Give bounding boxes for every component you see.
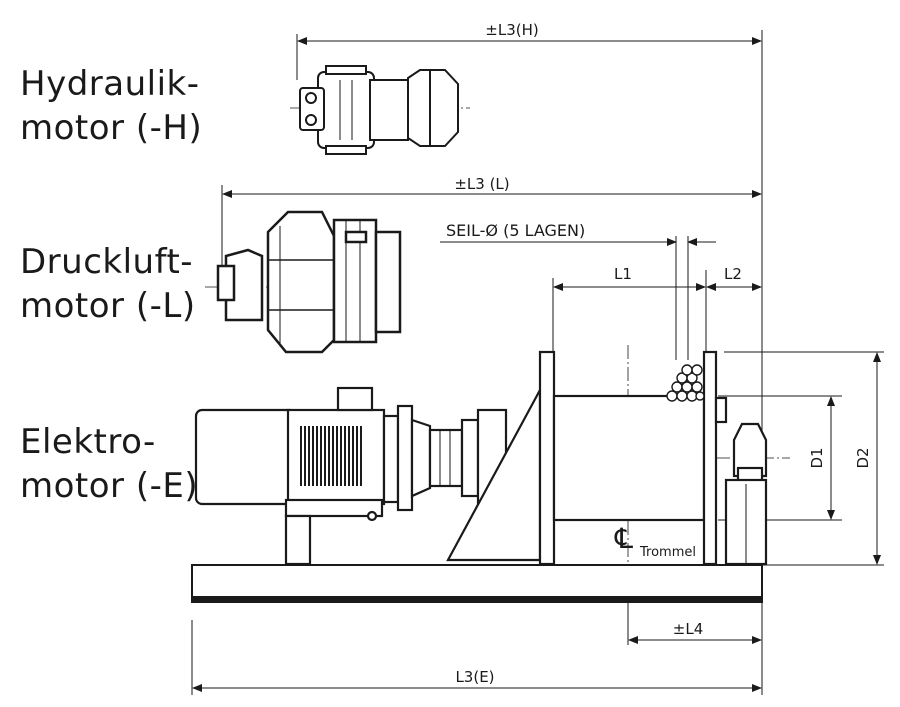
dim-seil-text: SEIL-Ø (5 LAGEN) <box>446 221 585 240</box>
electric-motor-label: Elektro- motor (-E) <box>20 420 198 508</box>
hydraulic-label-line2: motor (-H) <box>20 108 203 148</box>
base-frame <box>191 564 763 603</box>
dim-d2-text: D2 <box>854 447 872 468</box>
electric-label-line1: Elektro- <box>20 422 156 462</box>
right-bearing <box>724 422 768 566</box>
pneumatic-motor <box>216 210 402 354</box>
dim-l2-text: L2 <box>724 265 742 283</box>
hydraulic-label-line1: Hydraulik- <box>20 64 200 104</box>
dim-d1-text: D1 <box>808 447 826 468</box>
dim-l3e-text: L3(E) <box>455 668 494 686</box>
hydraulic-motor <box>299 65 459 155</box>
hydraulic-motor-label: Hydraulik- motor (-H) <box>20 62 202 150</box>
dimension-lines <box>192 37 881 692</box>
electric-label-line2: motor (-E) <box>20 466 199 506</box>
extension-lines <box>191 30 884 695</box>
dim-l1-text: L1 <box>614 265 632 283</box>
dim-l3h-text: ±L3(H) <box>485 21 538 39</box>
dimension-labels: ±L3(H) ±L3 (L) SEIL-Ø (5 LAGEN) L1 L2 D1… <box>446 21 872 686</box>
dim-l3l-text: ±L3 (L) <box>454 175 509 193</box>
winch-drum <box>446 350 728 566</box>
centerline-symbol: ℄ <box>614 522 633 555</box>
rope-layers <box>666 364 705 402</box>
pneumatic-label-line1: Druckluft- <box>20 242 194 282</box>
pneumatic-label-line2: motor (-L) <box>20 286 196 326</box>
electric-motor <box>194 386 508 566</box>
dim-l4-text: ±L4 <box>673 620 703 638</box>
centerline-subscript: Trommel <box>639 545 696 560</box>
pneumatic-motor-label: Druckluft- motor (-L) <box>20 240 196 328</box>
